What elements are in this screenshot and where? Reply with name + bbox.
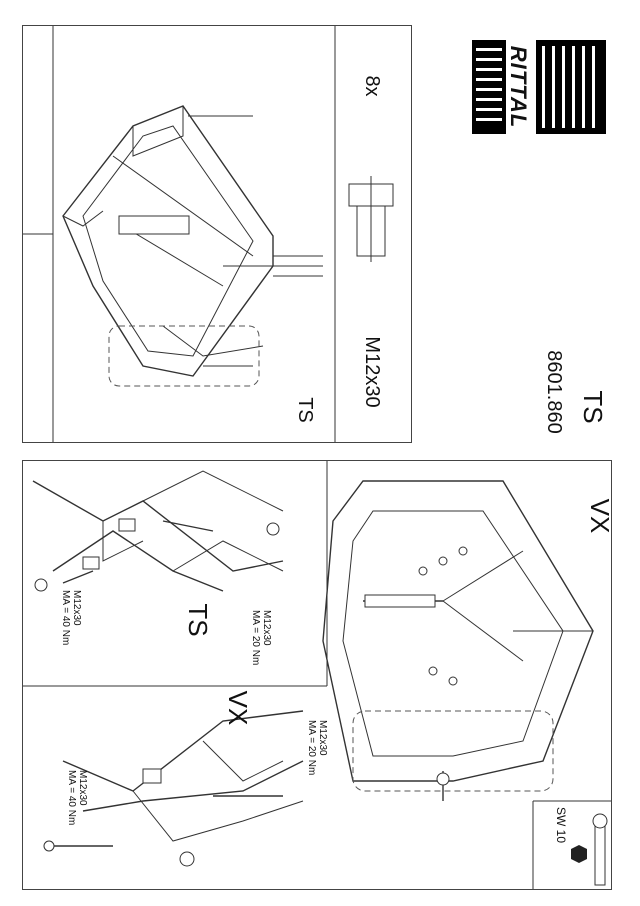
vx-screw-a-size: M12x30 xyxy=(317,720,328,756)
logo-graphic xyxy=(472,40,606,134)
ts-screw-a-size: M12x30 xyxy=(71,590,82,626)
ts-screw-a-torque: MA = 40 Nm xyxy=(60,590,71,646)
ts-screw-a-callout: M12x30 MA = 40 Nm xyxy=(54,590,82,660)
wrench-tool-icon xyxy=(571,813,608,886)
vx-detail-label: VX xyxy=(223,690,253,726)
quantity-label: 8x xyxy=(361,75,383,97)
logo: RITTAL xyxy=(472,40,606,134)
top-instruction-panel: 8x M12x30 TS xyxy=(22,25,412,443)
article-number: 8601.860 xyxy=(543,350,565,434)
ts-detail-label: TS xyxy=(183,603,213,637)
hex-screw-icon xyxy=(348,176,394,262)
ts-screw-b-size: M12x30 xyxy=(261,610,272,646)
detail-highlight-box xyxy=(108,325,260,387)
vx-screw-a-torque: MA = 20 Nm xyxy=(306,720,317,776)
ts-screw-b-torque: MA = 20 Nm xyxy=(250,610,261,666)
product-line-title: TS xyxy=(578,390,608,424)
ts-corner-detail-drawing xyxy=(32,470,284,592)
top-panel-frame xyxy=(23,26,394,442)
vx-assembly-drawing xyxy=(322,480,594,801)
bottom-panel-frame xyxy=(23,461,611,889)
system-label: TS xyxy=(294,397,316,423)
tool-size-label: SW 10 xyxy=(554,806,568,843)
vx-corner-detail-drawing xyxy=(43,710,304,867)
vx-assembly-label: VX xyxy=(585,498,615,534)
base-frame-drawing xyxy=(62,105,323,377)
bottom-instruction-panel: VX TS VX M12x30 MA = 40 Nm M12x30 MA = 2… xyxy=(22,460,615,890)
vx-screw-b-torque: MA = 40 Nm xyxy=(66,770,77,826)
vx-screw-b-callout: M12x30 MA = 40 Nm xyxy=(60,770,88,840)
vx-screw-a-callout: M12x30 MA = 20 Nm xyxy=(300,720,328,790)
screw-size-label: M12x30 xyxy=(361,336,383,408)
logo-text: RITTAL xyxy=(506,45,531,129)
ts-screw-b-callout: M12x30 MA = 20 Nm xyxy=(244,610,272,680)
vx-screw-b-size: M12x30 xyxy=(77,770,88,806)
